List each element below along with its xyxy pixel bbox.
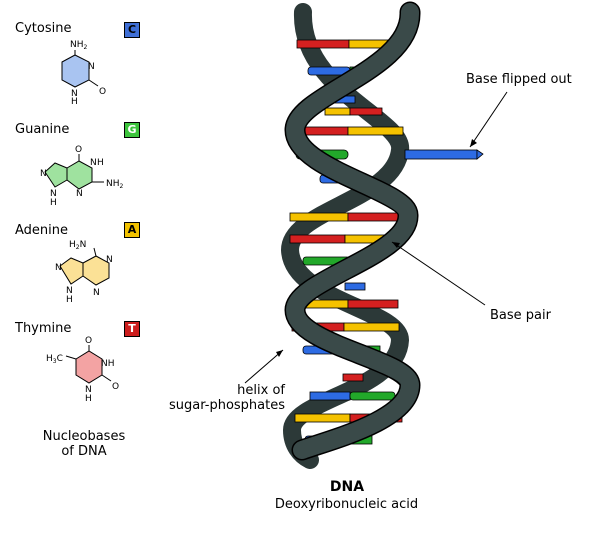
guanine-n-bottom: N	[76, 189, 83, 199]
dna-subtitle: Deoxyribonucleic acid	[274, 497, 419, 512]
base-pair	[289, 212, 399, 222]
guanine-nh2: NH2	[106, 179, 124, 190]
cytosine-structure: NH2 N O N H	[61, 40, 106, 107]
adenine-h: H	[66, 295, 73, 305]
arrow-flipped	[469, 91, 508, 148]
guanine-n-left: N	[40, 169, 47, 179]
base-pair	[342, 373, 364, 382]
label-helix-line1: helix of	[237, 383, 285, 398]
annotation-arrows	[244, 91, 508, 384]
guanine-h-top: H	[97, 158, 104, 168]
label-helix: helix of sugar-phosphates	[163, 383, 285, 413]
adenine-n-imidazole: N	[66, 286, 73, 296]
adenine-n-left: N	[55, 263, 62, 273]
thymine-o-top: O	[85, 336, 92, 346]
thymine-nh: NH	[101, 359, 115, 369]
adenine-structure: H2N N N N N H	[55, 240, 113, 305]
cytosine-n-bottom: N	[71, 89, 78, 99]
arrow-base-pair	[391, 241, 486, 306]
nucleobases-caption-line2: of DNA	[61, 444, 107, 459]
base-pair	[309, 391, 396, 401]
label-cytosine: Cytosine	[15, 21, 72, 36]
base-pair	[344, 282, 366, 291]
badge-cytosine: C	[124, 22, 140, 38]
thymine-h3c: H3C	[46, 354, 63, 365]
base-pair	[299, 126, 404, 136]
label-guanine: Guanine	[15, 122, 70, 137]
nucleobases-caption: Nucleobases of DNA	[40, 429, 128, 459]
label-thymine: Thymine	[15, 321, 72, 336]
cytosine-o: O	[99, 87, 106, 97]
guanine-n-top: N	[90, 158, 97, 168]
badge-adenine: A	[124, 222, 140, 238]
nucleobases-caption-line1: Nucleobases	[42, 429, 126, 444]
label-helix-line2: sugar-phosphates	[169, 398, 285, 413]
badge-guanine: G	[124, 122, 140, 138]
dna-title: DNA	[329, 479, 365, 495]
adenine-n-bottom: N	[93, 288, 100, 298]
guanine-h-bottom: H	[50, 198, 57, 208]
flipped-base	[404, 149, 484, 160]
thymine-n-bottom: N	[85, 385, 92, 395]
thymine-structure: O H3C NH O N H	[46, 336, 119, 404]
adenine-n-right: N	[106, 255, 113, 265]
helix-front-strand	[284, 1, 421, 461]
label-base-pair: Base pair	[490, 308, 551, 323]
cytosine-h: H	[71, 97, 78, 107]
base-pair	[324, 107, 383, 116]
label-base-flipped-out: Base flipped out	[466, 72, 572, 87]
badge-thymine: T	[124, 321, 140, 337]
guanine-o: O	[75, 145, 82, 155]
thymine-h-bottom: H	[85, 394, 92, 404]
guanine-n-imidazole: N	[50, 189, 57, 199]
thymine-o-right: O	[112, 382, 119, 392]
cytosine-nh2: NH2	[70, 40, 88, 51]
guanine-structure: O N H NH2 N N N H	[40, 145, 124, 208]
adenine-h2n: H2N	[69, 240, 86, 251]
cytosine-n: N	[88, 62, 95, 72]
label-adenine: Adenine	[15, 223, 69, 238]
arrow-helix	[244, 349, 284, 384]
